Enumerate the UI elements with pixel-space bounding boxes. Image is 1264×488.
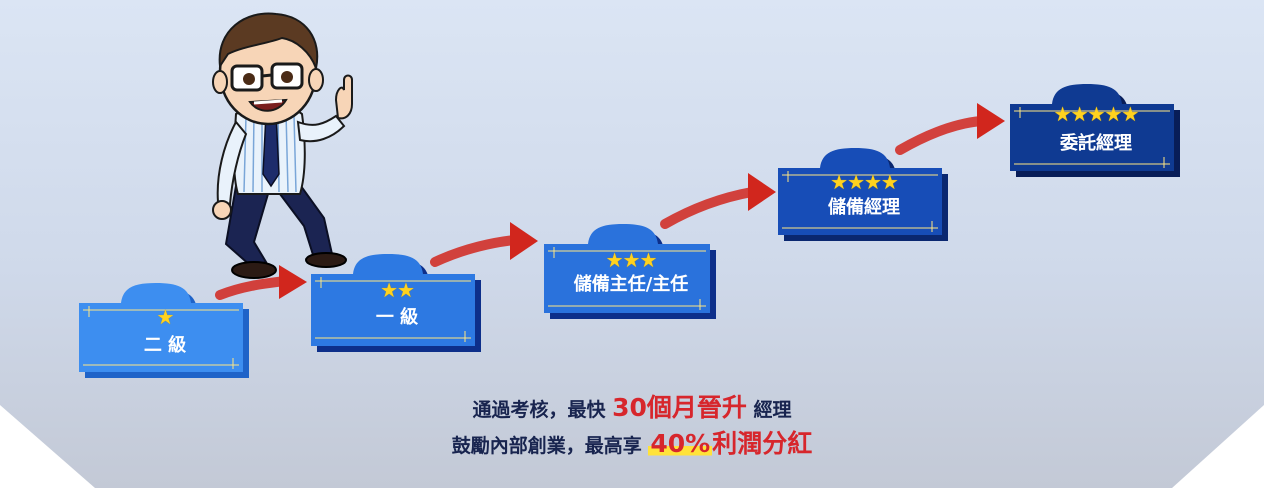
caption-highlight-percent: 40% — [648, 429, 713, 458]
step-label: 委託經理 — [1060, 133, 1132, 154]
step-reserve-manager: ★★★★ 儲備經理 — [778, 148, 950, 242]
caption-line-2: 鼓勵內部創業，最高享 40%利潤分紅 — [0, 424, 1264, 460]
step-label: 二 級 — [143, 335, 187, 356]
step-label: 儲備經理 — [828, 197, 900, 218]
stars-rating: ★★★★ — [830, 170, 899, 194]
caption-highlight-profit: 利潤分紅 — [712, 429, 813, 458]
arrow-2 — [430, 222, 538, 267]
caption-text: 經理 — [746, 399, 792, 421]
caption-line-1: 通過考核，最快 30個月晉升 經理 — [0, 388, 1264, 424]
arrow-4 — [895, 103, 1005, 155]
arrow-1 — [215, 265, 307, 300]
step-label: 一 級 — [375, 307, 419, 328]
stars-rating: ★★★ — [605, 248, 658, 272]
arrow-3 — [660, 173, 776, 229]
stars-rating: ★★★★★ — [1053, 102, 1140, 126]
stars-rating: ★ — [156, 305, 175, 329]
caption-highlight-months: 30個月晉升 — [612, 393, 747, 422]
step-entrusted-manager: ★★★★★ 委託經理 — [1010, 84, 1182, 178]
step-level-2: ★ 二 級 — [79, 283, 251, 379]
stars-rating: ★★ — [380, 278, 415, 302]
caption-text: 鼓勵內部創業，最高享 — [451, 435, 649, 457]
step-level-1: ★★ 一 級 — [311, 254, 483, 353]
step-supervisor: ★★★ 儲備主任/主任 — [544, 224, 718, 320]
caption-text: 通過考核，最快 — [472, 399, 613, 421]
step-label: 儲備主任/主任 — [573, 274, 689, 295]
cartoon-businessman-illustration — [212, 12, 353, 279]
